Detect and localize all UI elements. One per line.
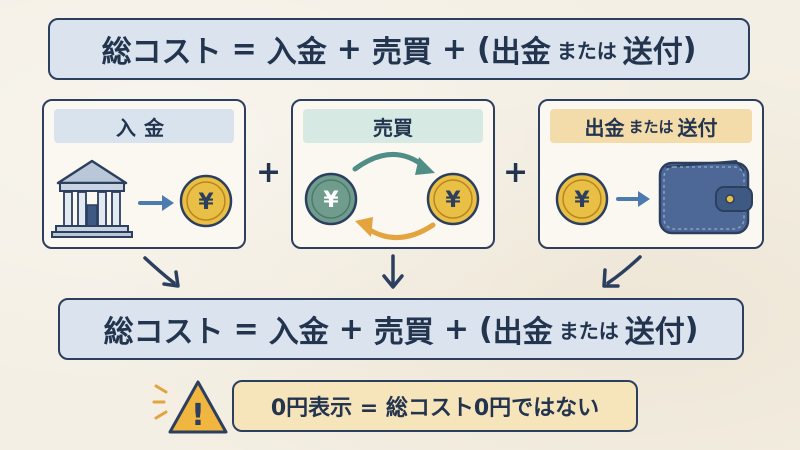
- formula-plus: +: [336, 31, 362, 67]
- formula-term-trade: 売買: [371, 35, 432, 70]
- arrow-right-icon: [138, 195, 174, 211]
- plus-operator: +: [503, 155, 529, 190]
- coin-yen-symbol: ¥: [323, 188, 339, 213]
- arrow-down-icon: [602, 255, 642, 288]
- formula-paren-close: ): [682, 31, 697, 67]
- card-withdraw-title-connector: または: [628, 117, 674, 136]
- card-withdraw-title: 出金 または 送付: [550, 109, 752, 143]
- formula-equals: =: [231, 31, 257, 67]
- coin-yen-symbol: ¥: [445, 188, 461, 213]
- formula-term-deposit: 入金: [266, 35, 327, 70]
- formula-equals: =: [233, 311, 259, 347]
- yen-coin-icon: ¥: [304, 172, 358, 226]
- card-trade: 売買 ¥ ¥: [291, 99, 495, 249]
- formula-lhs: 総コスト: [103, 315, 224, 350]
- wallet-icon: [658, 159, 753, 235]
- formula-plus: +: [441, 31, 467, 67]
- yen-coin-icon: ¥: [426, 172, 480, 226]
- bank-icon: [51, 159, 133, 238]
- formula-connector: または: [558, 318, 619, 343]
- card-deposit-title-text: 入金: [116, 115, 172, 140]
- exchange-arrows-icon: [352, 152, 436, 240]
- card-withdraw: 出金 または 送付 ¥: [538, 99, 764, 249]
- coin-yen-symbol: ¥: [574, 188, 590, 213]
- formula-term-withdraw: 出金: [490, 35, 551, 70]
- formula-term-send: 送付: [624, 315, 685, 350]
- arrow-down-icon: [382, 254, 404, 289]
- warning-text: 0円表示 = 総コスト0円ではない: [270, 396, 600, 421]
- card-deposit: 入金 ¥: [42, 99, 246, 249]
- formula-plus: +: [443, 311, 469, 347]
- warning-mark: !: [191, 398, 205, 433]
- formula-term-withdraw: 出金: [492, 315, 553, 350]
- formula-banner-bottom: 総コスト = 入金 + 売買 + ( 出金 または 送付 ): [58, 298, 744, 360]
- formula-plus: +: [338, 311, 364, 347]
- yen-coin-icon: ¥: [179, 174, 233, 228]
- formula-paren-close: ): [684, 311, 699, 347]
- formula-paren-open: (: [478, 311, 493, 347]
- formula-lhs: 総コスト: [101, 35, 222, 70]
- card-deposit-title: 入金: [54, 109, 234, 143]
- yen-coin-icon: ¥: [555, 172, 609, 226]
- formula-paren-open: (: [476, 31, 491, 67]
- card-withdraw-title-end: 送付: [677, 115, 718, 140]
- arrow-right-icon: [616, 191, 650, 207]
- card-trade-title: 売買: [303, 109, 483, 143]
- warning-note: 0円表示 = 総コスト0円ではない: [232, 380, 638, 432]
- arrow-down-icon: [143, 256, 180, 288]
- warning-icon: !: [152, 380, 228, 434]
- formula-connector: または: [556, 38, 617, 63]
- coin-yen-symbol: ¥: [198, 190, 214, 215]
- formula-term-trade: 売買: [373, 315, 434, 350]
- card-trade-title-text: 売買: [373, 115, 413, 140]
- formula-term-send: 送付: [622, 35, 683, 70]
- formula-term-deposit: 入金: [268, 315, 329, 350]
- card-withdraw-title-main: 出金: [584, 115, 625, 140]
- formula-banner-top: 総コスト = 入金 + 売買 + ( 出金 または 送付 ): [48, 18, 750, 80]
- plus-operator: +: [256, 155, 282, 190]
